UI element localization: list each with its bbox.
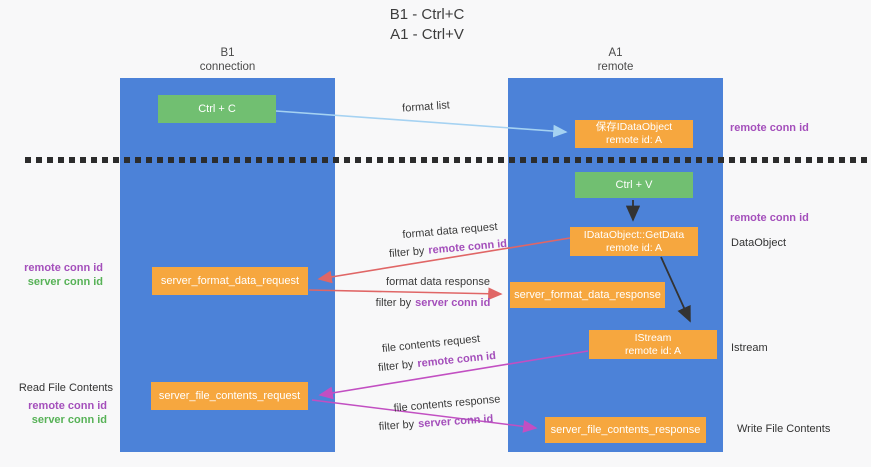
diagram-title: B1 - Ctrl+C A1 - Ctrl+V bbox=[327, 5, 527, 45]
lane-header-b1: B1 connection bbox=[120, 46, 335, 74]
format-data-response-arrow bbox=[308, 287, 503, 301]
save-idataobject-line2: remote id: A bbox=[605, 134, 663, 146]
server-conn-id-text: server conn id bbox=[417, 413, 494, 431]
write-file-contents-annotation: Write File Contents bbox=[737, 423, 831, 435]
node-istream: IStream remote id: A bbox=[589, 330, 717, 359]
filter-by-text: filter by bbox=[375, 297, 412, 309]
ctrl-c-label: Ctrl + C bbox=[198, 102, 236, 115]
read-file-contents-annotation: Read File Contents bbox=[18, 382, 113, 394]
remote-conn-id-annotation-top: remote conn id bbox=[730, 122, 809, 134]
lane-a1-role: remote bbox=[597, 61, 634, 73]
remote-conn-id-text: remote conn id bbox=[28, 400, 107, 412]
server-conn-id-text: server conn id bbox=[415, 297, 491, 309]
left-conn-id-annotations-bottom: remote conn id server conn id bbox=[8, 399, 107, 427]
filter-by-text: filter by bbox=[377, 358, 415, 375]
remote-conn-id-text: remote conn id bbox=[24, 262, 103, 274]
lane-b1-role: connection bbox=[199, 61, 256, 73]
remote-conn-id-annotation-mid: remote conn id bbox=[730, 212, 809, 224]
file-contents-response-label: file contents response bbox=[393, 393, 501, 415]
format-response-label: server_format_data_response bbox=[514, 288, 661, 301]
node-idataobject-getdata: IDataObject::GetData remote id: A bbox=[570, 227, 698, 256]
save-idataobject-line1: 保存IDataObject bbox=[595, 121, 673, 133]
server-conn-id-text: server conn id bbox=[31, 414, 107, 426]
node-server-format-data-response: server_format_data_response bbox=[510, 282, 665, 308]
node-server-file-contents-response: server_file_contents_response bbox=[545, 417, 706, 443]
node-save-idataobject: 保存IDataObject remote id: A bbox=[575, 120, 693, 148]
lane-header-a1: A1 remote bbox=[508, 46, 723, 74]
lane-b1-name: B1 bbox=[220, 47, 235, 59]
format-request-label: server_format_data_request bbox=[160, 274, 300, 287]
server-conn-id-text: server conn id bbox=[27, 276, 103, 288]
getdata-line1: IDataObject::GetData bbox=[583, 228, 685, 241]
file-response-label: server_file_contents_response bbox=[550, 423, 701, 436]
getdata-line2: remote id: A bbox=[605, 241, 663, 254]
format-data-request-label: format data request bbox=[401, 220, 499, 242]
file-contents-request-label: file contents request bbox=[381, 332, 481, 356]
istream-line1: IStream bbox=[634, 331, 672, 344]
lane-a1-name: A1 bbox=[608, 47, 623, 59]
remote-conn-id-text: remote conn id bbox=[427, 237, 508, 257]
file-request-label: server_file_contents_request bbox=[158, 389, 301, 402]
format-data-response-label: format data response bbox=[386, 276, 490, 288]
node-server-file-contents-request: server_file_contents_request bbox=[151, 382, 308, 410]
format-list-label: format list bbox=[401, 99, 451, 115]
dataobject-annotation: DataObject bbox=[731, 237, 787, 249]
title-line-2: A1 - Ctrl+V bbox=[390, 26, 464, 43]
node-ctrl-v: Ctrl + V bbox=[575, 172, 693, 198]
filter-by-text: filter by bbox=[388, 245, 425, 261]
istream-annotation: Istream bbox=[731, 342, 768, 354]
remote-conn-id-text: remote conn id bbox=[416, 349, 497, 371]
ctrl-v-label: Ctrl + V bbox=[615, 178, 653, 191]
istream-line2: remote id: A bbox=[624, 344, 682, 357]
node-ctrl-c: Ctrl + C bbox=[158, 95, 276, 123]
node-server-format-data-request: server_format_data_request bbox=[152, 267, 308, 295]
left-conn-id-annotations-mid: remote conn id server conn id bbox=[8, 261, 103, 289]
title-line-1: B1 - Ctrl+C bbox=[389, 6, 465, 23]
filter-by-text: filter by bbox=[378, 418, 415, 433]
